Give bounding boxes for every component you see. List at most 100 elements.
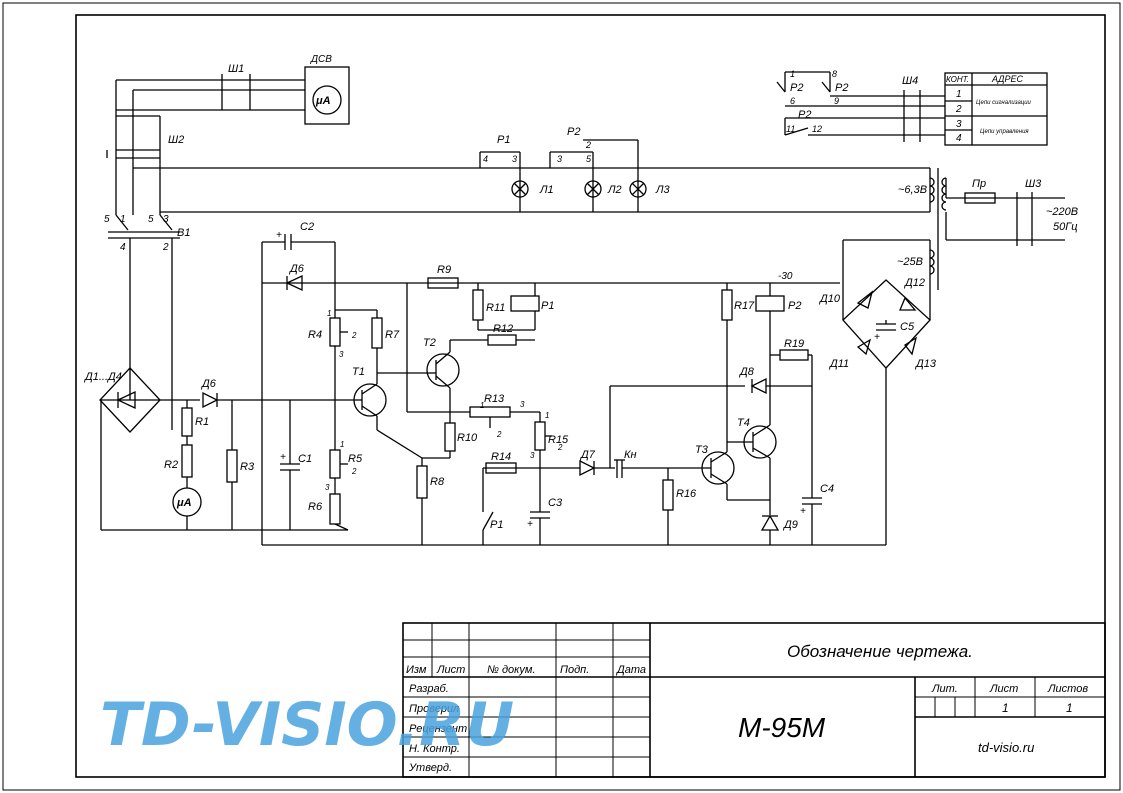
rc-pin6: 6 xyxy=(790,96,795,106)
resistor-r8 xyxy=(416,465,428,499)
r16-label: R16 xyxy=(676,488,697,500)
transistor-t3 xyxy=(701,451,735,485)
l1-label: Л1 xyxy=(539,184,554,196)
c4-label: C4 xyxy=(820,483,834,495)
r5-label: R5 xyxy=(348,453,363,465)
resistor-r2 xyxy=(181,444,193,478)
tb-list: Лист xyxy=(989,683,1018,695)
rc-p2-b: P2 xyxy=(835,82,848,94)
d13-label: Д13 xyxy=(914,358,937,370)
kn-label: Кн xyxy=(624,449,637,461)
r10-label: R10 xyxy=(457,432,478,444)
sh4-label: Ш4 xyxy=(902,75,918,87)
r12-label: R12 xyxy=(493,323,513,335)
v1-pin2: 2 xyxy=(162,242,169,253)
r15-pin2: 2 xyxy=(557,443,563,452)
resistor-r19 xyxy=(779,349,809,361)
l3-label: Л3 xyxy=(655,184,671,196)
p1-coil-label: P1 xyxy=(541,300,554,312)
c2-label: C2 xyxy=(300,221,314,233)
tb-role-utverd: Утверд. xyxy=(408,762,452,774)
d1d4-label: Д1...Д4 xyxy=(83,371,122,383)
d6-top-diode-icon xyxy=(285,274,303,292)
r11-label: R11 xyxy=(486,302,505,314)
tb-header-izm: Изм xyxy=(406,664,427,676)
r13-pin3: 3 xyxy=(520,400,525,409)
r5-pin1: 1 xyxy=(340,440,344,449)
resistor-r5 xyxy=(329,449,341,479)
r4-pin2: 2 xyxy=(351,331,357,340)
r9-label: R9 xyxy=(437,264,451,276)
transistor-t1 xyxy=(353,373,387,430)
resistor-r13 xyxy=(469,406,511,418)
r15-pin1: 1 xyxy=(545,411,549,420)
r8-label: R8 xyxy=(430,476,445,488)
t2-label: T2 xyxy=(423,337,436,349)
r19-label: R19 xyxy=(784,338,804,350)
d9-diode-icon xyxy=(760,514,780,531)
address-table xyxy=(944,72,1048,146)
c2-plus: + xyxy=(276,230,282,241)
c5-plus: + xyxy=(874,332,880,343)
d10-label: Д10 xyxy=(818,293,841,305)
r15-pin3: 3 xyxy=(530,451,535,460)
p2-coil-label: P2 xyxy=(788,300,801,312)
p2-pin5: 5 xyxy=(586,154,592,164)
rc-pin1: 1 xyxy=(790,69,795,79)
d6-top-label: Д6 xyxy=(288,263,305,275)
r4-pin3: 3 xyxy=(339,350,344,359)
v1-pin5a: 5 xyxy=(104,214,110,225)
addr-group1: Цепи сигнализации xyxy=(976,100,1032,106)
r5-pin2: 2 xyxy=(351,467,357,476)
dsv-ua-label: μA xyxy=(315,95,331,107)
resistor-r17 xyxy=(721,289,733,321)
pr-label: Пр xyxy=(972,178,986,190)
sh1-label: Ш1 xyxy=(228,63,244,75)
tb-name: М-95М xyxy=(738,712,826,743)
tb-role-recenz: Рецензент xyxy=(409,723,467,735)
lamp-l1-icon xyxy=(511,180,529,198)
rc-pin12: 12 xyxy=(812,124,822,134)
drawing-designation: Обозначение чертежа. xyxy=(787,642,973,661)
c1-label: C1 xyxy=(298,453,312,465)
tb-site: td-visio.ru xyxy=(978,740,1034,755)
r4-label: R4 xyxy=(308,329,322,341)
sh2-label: Ш2 xyxy=(168,134,184,146)
resistor-r3 xyxy=(226,449,238,483)
fuse-pr xyxy=(964,192,996,204)
v1-pin1: 1 xyxy=(120,214,126,225)
bridge-d10-d13 xyxy=(842,279,931,545)
v63-label: ~6,3В xyxy=(898,184,927,196)
rc-pin11: 11 xyxy=(786,124,795,134)
tb-role-proveril: Проверил xyxy=(409,703,459,715)
r14-label: R14 xyxy=(491,451,511,463)
p1-nc-label: P1 xyxy=(490,519,503,531)
resistor-r4 xyxy=(329,317,341,347)
tb-listov-value: 1 xyxy=(1066,701,1073,715)
r2-label: R2 xyxy=(164,459,178,471)
tb-header-doc: № докум. xyxy=(487,664,535,676)
p1-pin4: 4 xyxy=(483,154,488,164)
transistor-t4 xyxy=(727,424,777,459)
addr-kont-header: КОНТ. xyxy=(946,75,969,84)
transformer xyxy=(929,168,947,290)
tb-lit: Лит. xyxy=(931,683,958,695)
dsv-microammeter-icon xyxy=(312,85,342,115)
t1-label: T1 xyxy=(352,366,365,378)
sh3-label: Ш3 xyxy=(1025,178,1042,190)
minus30-label: -30 xyxy=(778,271,793,282)
c1-plus: + xyxy=(280,452,286,463)
ua-label: μA xyxy=(176,497,192,509)
v1-pin3: 3 xyxy=(163,214,169,225)
l2-label: Л2 xyxy=(607,184,622,196)
v1-pin5b: 5 xyxy=(148,214,154,225)
addr-group2: Цепи управления xyxy=(980,129,1029,135)
v1-pin4: 4 xyxy=(120,242,126,253)
r17-label: R17 xyxy=(734,300,755,312)
bridge-d1-d4 xyxy=(99,367,161,530)
addr-row-4: 4 xyxy=(956,133,962,144)
r3-label: R3 xyxy=(240,461,255,473)
addr-row-3: 3 xyxy=(956,119,962,130)
